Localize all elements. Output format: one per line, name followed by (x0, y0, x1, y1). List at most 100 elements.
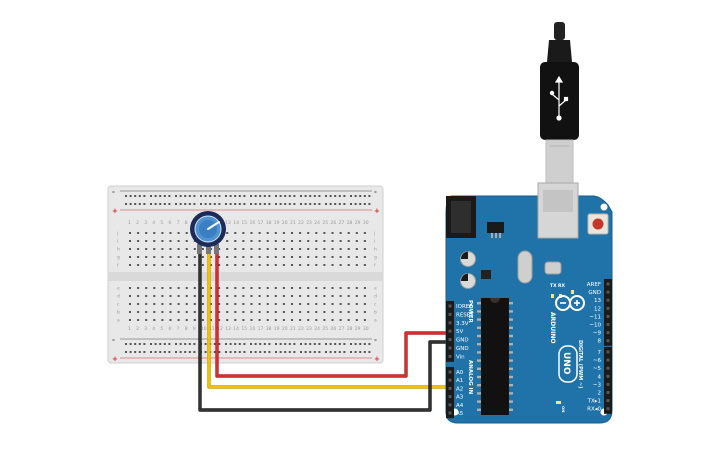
breadboard-hole[interactable] (323, 240, 326, 242)
breadboard-hole[interactable] (355, 311, 358, 313)
rail-hole[interactable] (143, 351, 146, 353)
breadboard-hole[interactable] (201, 311, 204, 313)
rail-hole[interactable] (184, 351, 187, 353)
breadboard-hole[interactable] (258, 256, 261, 258)
breadboard-hole[interactable] (177, 303, 180, 305)
breadboard-hole[interactable] (137, 287, 140, 289)
rail-hole[interactable] (279, 203, 282, 205)
breadboard-hole[interactable] (193, 264, 196, 266)
breadboard-hole[interactable] (331, 295, 334, 297)
breadboard-hole[interactable] (129, 287, 131, 289)
rail-hole[interactable] (334, 343, 337, 345)
rail-hole[interactable] (225, 343, 227, 345)
rail-hole[interactable] (184, 195, 187, 197)
breadboard-hole[interactable] (153, 256, 156, 258)
rail-hole[interactable] (159, 351, 162, 353)
breadboard-hole[interactable] (323, 256, 326, 258)
breadboard-hole[interactable] (315, 240, 318, 242)
rail-hole[interactable] (125, 195, 127, 197)
breadboard-hole[interactable] (339, 303, 342, 305)
breadboard-hole[interactable] (169, 303, 172, 305)
wire-gnd-black[interactable] (198, 252, 448, 412)
breadboard-hole[interactable] (291, 256, 293, 258)
rail-hole[interactable] (334, 195, 337, 197)
breadboard-hole[interactable] (250, 248, 253, 250)
breadboard-hole[interactable] (153, 248, 156, 250)
rail-hole[interactable] (163, 195, 166, 197)
rail-hole[interactable] (150, 343, 152, 345)
breadboard-hole[interactable] (242, 248, 245, 250)
breadboard-hole[interactable] (363, 303, 366, 305)
breadboard-hole[interactable] (234, 256, 237, 258)
breadboard-hole[interactable] (299, 311, 302, 313)
breadboard-hole[interactable] (234, 240, 237, 242)
breadboard-hole[interactable] (299, 319, 302, 321)
rail-hole[interactable] (163, 351, 166, 353)
rail-hole[interactable] (268, 203, 271, 205)
rail-hole[interactable] (279, 343, 282, 345)
breadboard-hole[interactable] (315, 295, 318, 297)
breadboard-hole[interactable] (339, 311, 342, 313)
rail-hole[interactable] (263, 351, 266, 353)
rail-hole[interactable] (238, 351, 241, 353)
breadboard-hole[interactable] (339, 248, 342, 250)
usb-cable-icon[interactable] (540, 22, 579, 185)
rail-hole[interactable] (338, 351, 341, 353)
breadboard-hole[interactable] (250, 287, 253, 289)
breadboard-hole[interactable] (299, 264, 302, 266)
breadboard-hole[interactable] (177, 287, 180, 289)
breadboard-hole[interactable] (323, 295, 326, 297)
rail-hole[interactable] (275, 343, 277, 345)
digital-pin[interactable] (606, 399, 610, 403)
power-pin[interactable] (448, 346, 452, 350)
breadboard-hole[interactable] (250, 303, 253, 305)
rail-hole[interactable] (288, 195, 291, 197)
digital-pin[interactable] (606, 382, 610, 386)
digital-pin[interactable] (606, 350, 610, 354)
breadboard-hole[interactable] (193, 303, 196, 305)
breadboard-hole[interactable] (210, 311, 212, 313)
rail-hole[interactable] (359, 351, 362, 353)
breadboard-hole[interactable] (201, 295, 204, 297)
digital-pin[interactable] (606, 314, 610, 318)
rail-hole[interactable] (163, 203, 166, 205)
rail-hole[interactable] (313, 343, 316, 345)
breadboard-hole[interactable] (307, 248, 310, 250)
breadboard-hole[interactable] (363, 232, 366, 234)
breadboard-hole[interactable] (185, 264, 188, 266)
breadboard-hole[interactable] (291, 240, 293, 242)
breadboard-hole[interactable] (185, 303, 188, 305)
breadboard-hole[interactable] (307, 295, 310, 297)
breadboard-hole[interactable] (129, 256, 131, 258)
breadboard-hole[interactable] (193, 311, 196, 313)
breadboard-hole[interactable] (331, 303, 334, 305)
potentiometer[interactable] (190, 211, 226, 254)
breadboard-hole[interactable] (258, 319, 261, 321)
rail-hole[interactable] (125, 351, 127, 353)
breadboard-hole[interactable] (266, 303, 269, 305)
rail-hole[interactable] (179, 343, 182, 345)
breadboard-hole[interactable] (193, 256, 196, 258)
breadboard-hole[interactable] (258, 287, 261, 289)
rail-hole[interactable] (150, 195, 152, 197)
breadboard-hole[interactable] (291, 319, 293, 321)
digital-pin[interactable] (606, 298, 610, 302)
breadboard-hole[interactable] (169, 264, 172, 266)
rail-hole[interactable] (175, 351, 177, 353)
rail-hole[interactable] (363, 203, 366, 205)
rail-hole[interactable] (225, 351, 227, 353)
breadboard-hole[interactable] (355, 240, 358, 242)
rail-hole[interactable] (134, 203, 137, 205)
rail-hole[interactable] (129, 343, 132, 345)
rail-hole[interactable] (293, 343, 296, 345)
breadboard-hole[interactable] (299, 232, 302, 234)
breadboard-hole[interactable] (210, 319, 212, 321)
rail-hole[interactable] (275, 203, 277, 205)
power-pin[interactable] (448, 312, 452, 316)
analog-pin[interactable] (448, 411, 452, 415)
breadboard-hole[interactable] (226, 240, 229, 242)
breadboard-hole[interactable] (218, 248, 221, 250)
breadboard-hole[interactable] (347, 287, 350, 289)
breadboard-hole[interactable] (315, 264, 318, 266)
rail-hole[interactable] (143, 203, 146, 205)
